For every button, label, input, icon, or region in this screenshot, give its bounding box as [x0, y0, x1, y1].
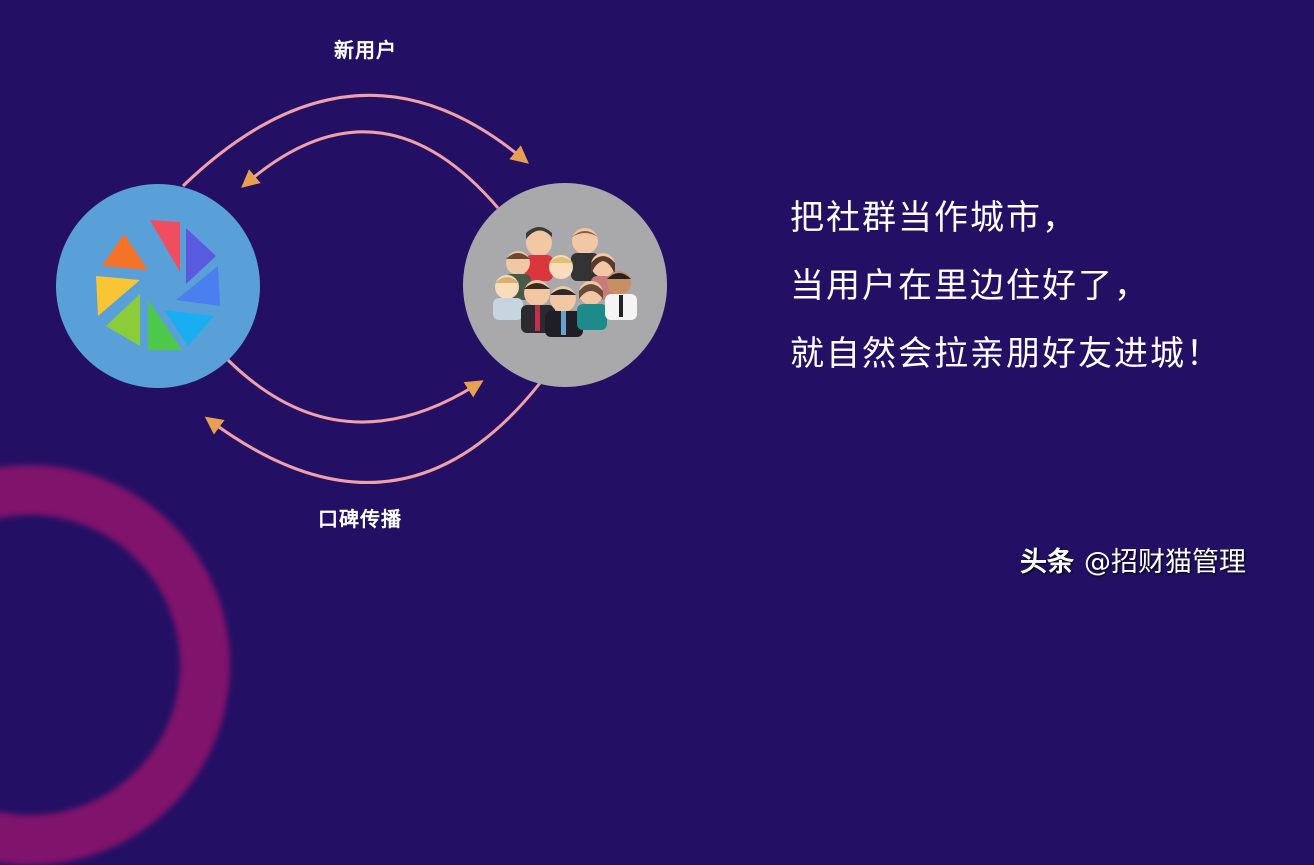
community-app-node — [56, 184, 260, 388]
slogan-line-2: 当用户在里边住好了， — [790, 266, 1150, 306]
watermark-brand: 头条 — [1020, 547, 1074, 578]
slide: 新用户 口碑传播 — [0, 38, 1246, 865]
watermark-account: @招财猫管理 — [1084, 547, 1246, 578]
slogan-text: 把社群当作城市， 当用户在里边住好了， 就自然会拉亲朋好友进城！ — [790, 184, 1222, 388]
flow-arrows — [181, 94, 542, 484]
watermark: 头条 @招财猫管理 — [1020, 540, 1246, 579]
arrow-word-of-mouth-outer — [204, 382, 542, 484]
new-users-label: 新用户 — [334, 38, 397, 62]
arrow-word-of-mouth-inner — [226, 358, 484, 424]
arrow-new-users-inner — [241, 130, 500, 209]
users-crowd-node — [463, 183, 667, 387]
aperture-icon — [96, 220, 220, 350]
slogan-line-3: 就自然会拉亲朋好友进城！ — [790, 334, 1222, 374]
arrow-new-users-outer — [181, 94, 529, 188]
crowd-of-people-icon — [493, 227, 637, 337]
word-of-mouth-label: 口碑传播 — [318, 507, 402, 531]
slogan-line-1: 把社群当作城市， — [790, 198, 1078, 238]
